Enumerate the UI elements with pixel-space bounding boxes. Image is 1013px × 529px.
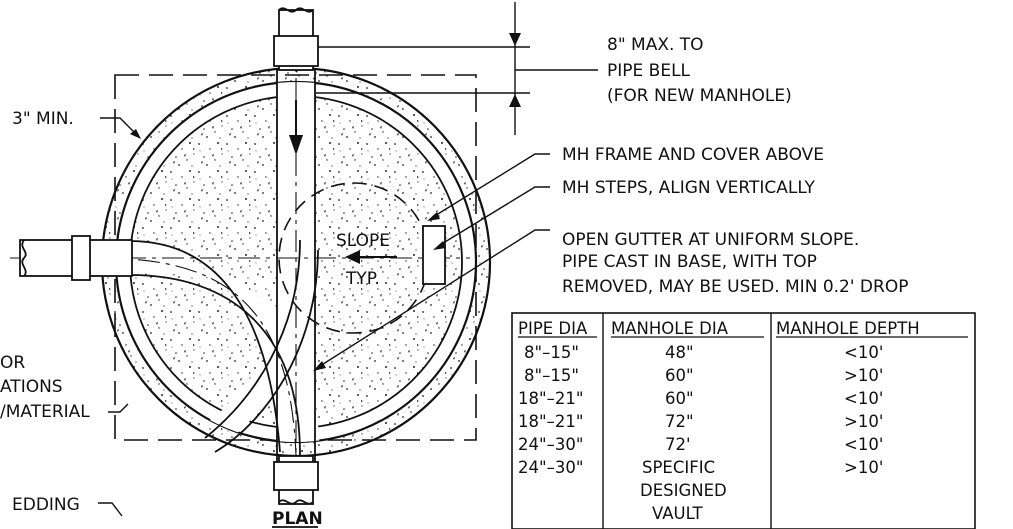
table-cell: <10' <box>844 343 883 362</box>
left-partial-1: OR <box>0 353 25 373</box>
bedding-leader <box>98 502 123 517</box>
table-cell: <10' <box>844 435 883 454</box>
table-cell: 48" <box>665 343 694 362</box>
typ-label: TYP. <box>345 269 380 289</box>
left-partial-3: /MATERIAL <box>0 402 90 422</box>
left-pipe <box>19 235 133 281</box>
table-cell: <10' <box>844 389 883 408</box>
steps-label: MH STEPS, ALIGN VERTICALLY <box>562 178 816 198</box>
channel-edges <box>129 70 319 470</box>
steps-leader <box>439 186 550 246</box>
frame-cover-label: MH FRAME AND COVER ABOVE <box>562 145 824 165</box>
table-cell: 72' <box>665 435 691 454</box>
left-partial-leader <box>108 403 129 413</box>
table-cell: >10' <box>844 412 883 431</box>
table-cell: 18"–21" <box>518 412 583 431</box>
gutter-label-line1: OPEN GUTTER AT UNIFORM SLOPE. <box>562 230 859 250</box>
bedding-partial: EDDING <box>12 495 80 515</box>
table-cell: 24"–30" <box>518 435 583 454</box>
table-cell: 24"–30" <box>518 458 583 477</box>
table-cell: VAULT <box>652 504 704 523</box>
slope-arrow <box>345 250 397 264</box>
table-cell: DESIGNED <box>640 481 727 500</box>
slope-label: SLOPE <box>336 231 390 251</box>
table-cell: >10' <box>844 458 883 477</box>
pipe-bell-dimension <box>316 2 598 135</box>
gutter-label-line3: REMOVED, MAY BE USED. MIN 0.2' DROP <box>562 277 908 297</box>
table-cell: 60" <box>665 366 694 385</box>
table-cell: 72" <box>665 412 694 431</box>
wall-min-label: 3" MIN. <box>12 109 74 129</box>
frame-cover-leader <box>432 153 550 218</box>
bell-label-line1: 8" MAX. TO <box>607 35 704 55</box>
table-header-manhole-dia: MANHOLE DIA <box>611 319 729 338</box>
table-header-pipe-dia: PIPE DIA <box>518 319 588 338</box>
top-pipe <box>273 7 319 71</box>
table-cell: SPECIFIC <box>642 458 715 477</box>
manhole-size-table: PIPE DIA MANHOLE DIA MANHOLE DEPTH 8"–15… <box>511 312 976 529</box>
plan-title: PLAN <box>272 509 323 529</box>
table-cell: 8"–15" <box>524 343 579 362</box>
bottom-pipe <box>273 455 319 505</box>
left-partial-2: ATIONS <box>0 377 63 397</box>
bell-label-line3: (FOR NEW MANHOLE) <box>607 86 792 106</box>
table-cell: 18"–21" <box>518 389 583 408</box>
table-header-manhole-depth: MANHOLE DEPTH <box>776 319 920 338</box>
table-cell: 8"–15" <box>524 366 579 385</box>
bell-label-line2: PIPE BELL <box>607 61 691 81</box>
mh-steps <box>422 225 446 285</box>
gutter-label-line2: PIPE CAST IN BASE, WITH TOP <box>562 252 817 272</box>
gutter-leader <box>319 229 550 367</box>
table-cell: 60" <box>665 389 694 408</box>
table-cell: >10' <box>844 366 883 385</box>
flow-arrow <box>289 100 303 155</box>
wall-min-leader <box>100 117 139 137</box>
